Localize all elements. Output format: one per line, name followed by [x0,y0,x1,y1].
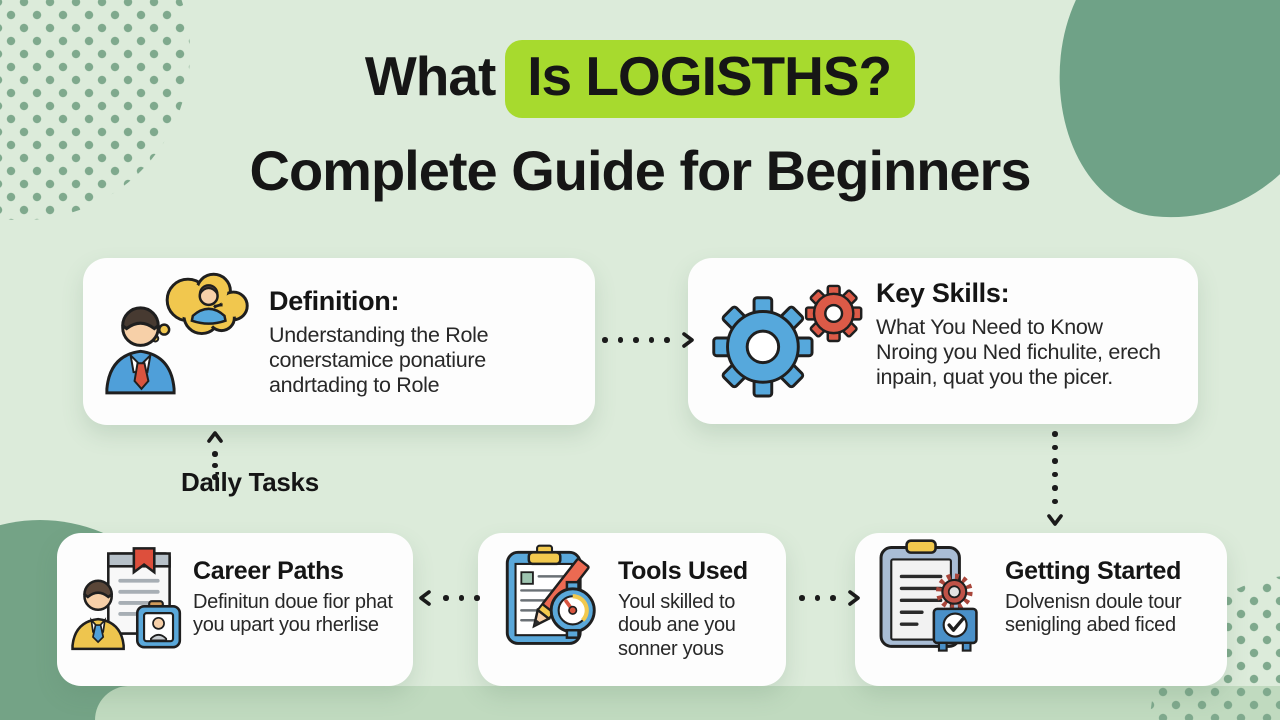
clipboard-check-badge-icon [879,539,978,652]
arrow-tools-used-to-getting-started [799,589,862,607]
person-resume-badge-icon [71,547,182,651]
thinking-person-icon [105,272,249,395]
chevron-down-icon [1047,514,1063,526]
card-key-skills-heading: Key Skills: [876,278,1010,308]
chevron-up-icon [207,431,223,443]
card-definition: Definition: Understanding the Role coner… [83,258,595,425]
arrow-tools-used-to-career-paths [417,589,480,607]
arrow-definition-to-key-skills [602,331,696,349]
green-band-bottom [95,686,1280,720]
clipboard-pencil-stopwatch-icon [505,544,596,645]
title-plain-text: What [364,45,496,107]
chevron-left-icon [419,590,431,606]
title-highlight: Is LOGISTHS? [505,40,916,118]
card-key-skills: Key Skills: What You Need to Know Nroing… [688,258,1198,424]
card-tools-used: Tools Used Youl skilled to doub ane you … [478,533,786,686]
page-title-line2: Complete Guide for Beginners [249,139,1032,202]
card-getting-started-heading: Getting Started [1005,557,1182,585]
card-getting-started: Getting Started Dolvenisn doule tour sen… [855,533,1227,686]
card-getting-started-body: Dolvenisn doule tour senigling abed fice… [1005,591,1182,637]
gears-icon [712,284,863,398]
card-definition-heading: Definition: [269,286,400,316]
arrow-key-skills-to-getting-started [1046,431,1064,528]
card-tools-used-heading: Tools Used [618,557,748,585]
card-career-paths: Career Paths Definitun doue fior phat yo… [57,533,413,686]
chevron-right-icon [847,590,860,606]
chevron-right-icon [681,332,694,348]
card-key-skills-body: What You Need to Know Nroing you Ned fic… [876,315,1161,390]
daily-tasks-label: Daily Tasks [181,467,319,497]
card-definition-body: Understanding the Role conerstamice pona… [269,323,489,398]
arrow-career-paths-to-definition [206,429,224,480]
card-career-paths-heading: Career Paths [193,557,344,585]
card-tools-used-body: Youl skilled to doub ane you sonner yous [618,591,736,660]
card-career-paths-body: Definitun doue fior phat you upart you r… [193,591,393,637]
